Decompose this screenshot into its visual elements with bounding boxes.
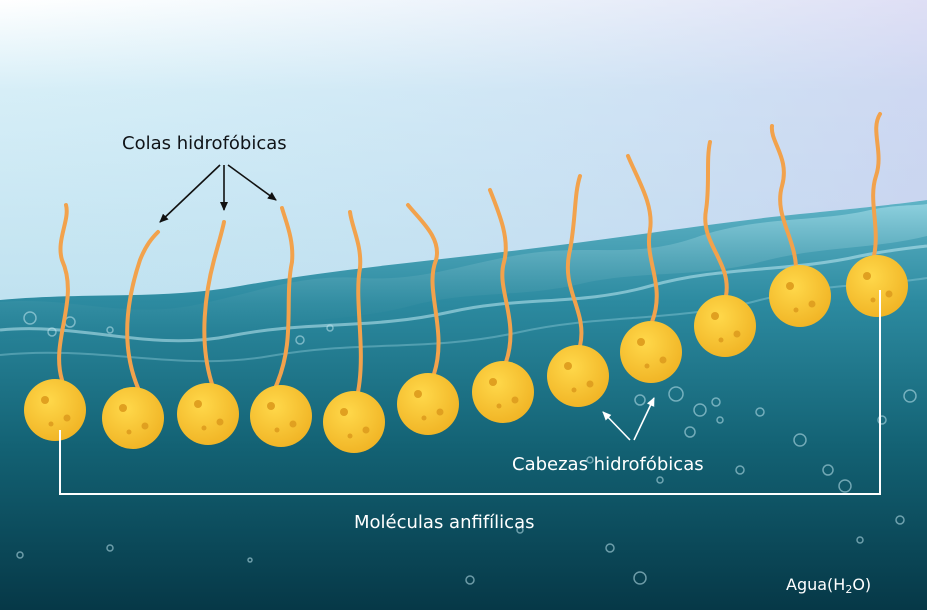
hydrophilic-head-12 xyxy=(846,255,908,317)
head-spot xyxy=(512,397,519,404)
hydrophilic-head-11 xyxy=(769,265,831,327)
head-spot xyxy=(886,291,893,298)
head-spot xyxy=(41,396,49,404)
hydrophilic-head-2 xyxy=(102,387,164,449)
hydrophilic-head-4 xyxy=(250,385,312,447)
head-spot xyxy=(340,408,348,416)
head-spot xyxy=(794,308,799,313)
head-spot xyxy=(637,338,645,346)
hydrophilic-head-10 xyxy=(694,295,756,357)
head-spot xyxy=(497,404,502,409)
molecules-label: Moléculas anfifílicas xyxy=(354,512,534,533)
head-spot xyxy=(142,423,149,430)
head-spot xyxy=(202,426,207,431)
hydrophilic-head-5 xyxy=(323,391,385,453)
hydrophilic-head-7 xyxy=(472,361,534,423)
head-spot xyxy=(422,416,427,421)
tails-label: Colas hidrofóbicas xyxy=(122,133,287,154)
hydrophilic-head-3 xyxy=(177,383,239,445)
hydrophilic-head-6 xyxy=(397,373,459,435)
head-spot xyxy=(871,298,876,303)
head-spot xyxy=(734,331,741,338)
head-spot xyxy=(119,404,127,412)
head-spot xyxy=(437,409,444,416)
water-label-end: O) xyxy=(852,575,871,594)
head-spot xyxy=(275,428,280,433)
head-spot xyxy=(489,378,497,386)
head-spot xyxy=(348,434,353,439)
water-label-text: Agua(H xyxy=(786,575,845,594)
head-spot xyxy=(217,419,224,426)
water-label: Agua(H2O) xyxy=(786,575,871,596)
head-spot xyxy=(786,282,794,290)
head-spot xyxy=(863,272,871,280)
heads-label: Cabezas hidrofóbicas xyxy=(512,454,704,475)
head-spot xyxy=(660,357,667,364)
head-spot xyxy=(587,381,594,388)
head-spot xyxy=(49,422,54,427)
head-spot xyxy=(572,388,577,393)
head-spot xyxy=(64,415,71,422)
head-spot xyxy=(414,390,422,398)
head-spot xyxy=(363,427,370,434)
hydrophilic-head-9 xyxy=(620,321,682,383)
head-spot xyxy=(711,312,719,320)
head-spot xyxy=(645,364,650,369)
hydrophilic-head-8 xyxy=(547,345,609,407)
head-spot xyxy=(719,338,724,343)
head-spot xyxy=(564,362,572,370)
head-spot xyxy=(809,301,816,308)
head-spot xyxy=(127,430,132,435)
head-spot xyxy=(290,421,297,428)
head-spot xyxy=(194,400,202,408)
hydrophilic-head-1 xyxy=(24,379,86,441)
head-spot xyxy=(267,402,275,410)
